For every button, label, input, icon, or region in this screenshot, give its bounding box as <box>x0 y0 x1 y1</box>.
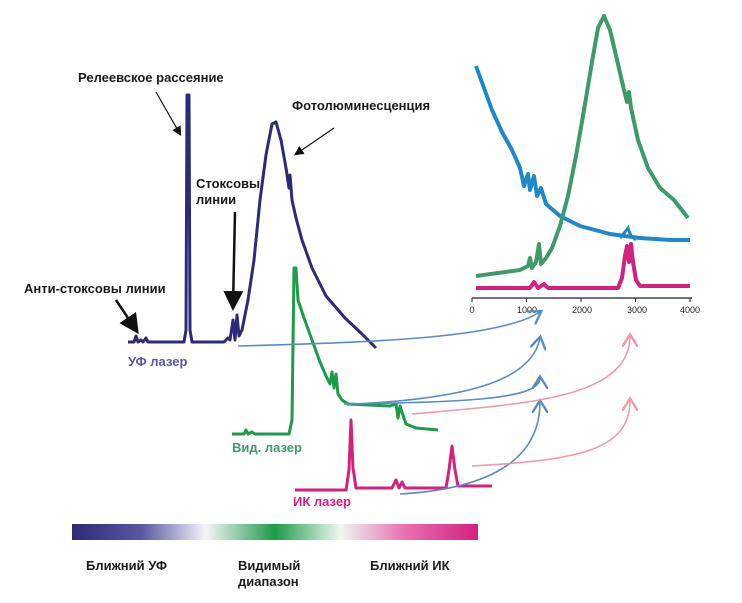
vis-to-inset-arrow-2 <box>343 378 540 405</box>
tick-label-1000: 1000 <box>517 305 537 315</box>
vis-to-inset-arrow <box>355 338 540 405</box>
antistokes-label: Анти-стоксовы линии <box>24 281 166 296</box>
antistokes-pointer <box>114 299 139 335</box>
rayleigh-pointer <box>155 91 182 137</box>
near-ir-label: Ближний ИК <box>370 558 450 573</box>
spectrum-gradient-bar <box>72 524 478 540</box>
tick-label-0: 0 <box>469 305 474 315</box>
vis-laser-label: Вид. лазер <box>232 440 302 455</box>
photolum-pointer <box>294 127 335 156</box>
inset-green-curve <box>475 14 690 278</box>
tick-label-2000: 2000 <box>572 305 592 315</box>
ir-to-inset-pink-arrow <box>471 400 630 467</box>
inset-magenta-curve <box>476 242 690 290</box>
ir-laser-label: ИК лазер <box>293 494 351 509</box>
stokes-pointer <box>223 211 244 311</box>
stokes-label: Стоксовы линии <box>196 176 261 207</box>
uv-spectrum-curve <box>128 93 378 350</box>
vis-to-inset-pink-arrow <box>411 336 630 415</box>
tick-label-3000: 3000 <box>627 305 647 315</box>
near-uv-label: Ближний УФ <box>86 558 167 573</box>
inset-blue-spike <box>618 224 637 242</box>
tick-label-4000: 4000 <box>680 305 700 315</box>
inset-tick-marks <box>471 298 691 302</box>
rayleigh-label: Релеевское рассеяние <box>78 70 224 85</box>
visible-range-label: Видимый диапазон <box>238 558 301 589</box>
visible-spectrum-curve <box>232 266 439 436</box>
photolum-label: Фотолюминесценция <box>292 98 431 113</box>
uv-to-inset-arrow <box>237 312 540 347</box>
inset-blue-curve <box>474 65 690 242</box>
uv-laser-label: УФ лазер <box>128 354 188 369</box>
ir-spectrum-curve <box>295 418 492 492</box>
inset-chart: 0 1000 2000 3000 4000 <box>469 14 700 315</box>
ir-to-inset-arrow <box>399 402 540 495</box>
